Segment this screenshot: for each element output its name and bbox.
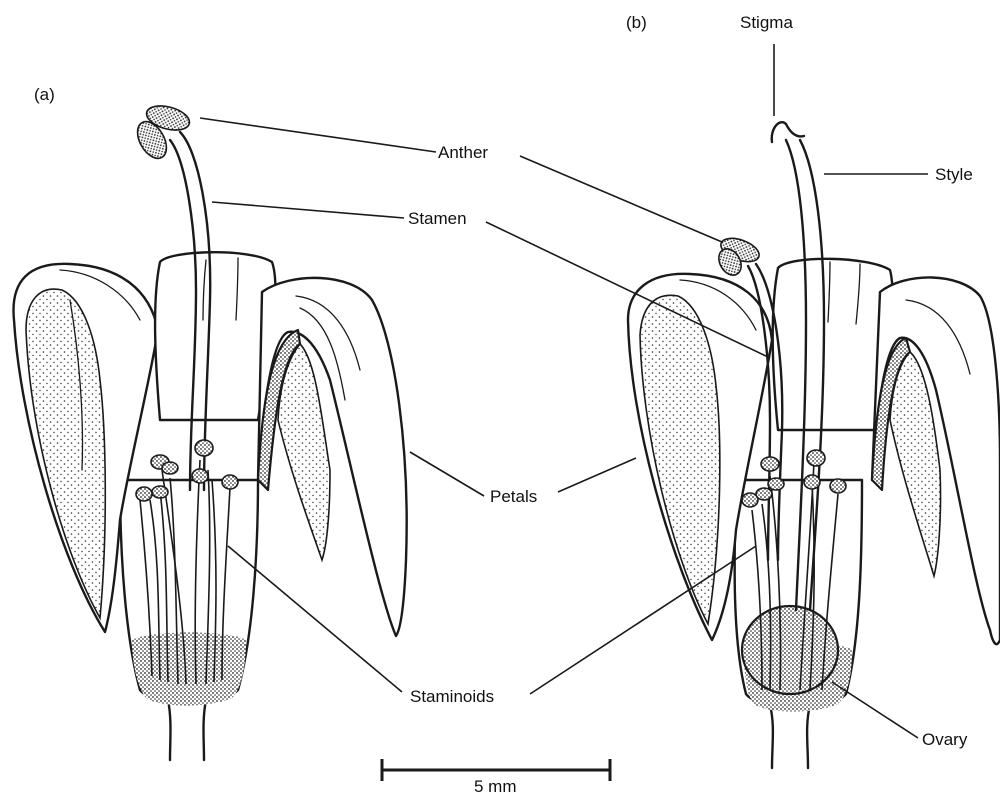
flower-b-stalk xyxy=(770,705,810,768)
panel-label-b: (b) xyxy=(626,14,647,31)
label-ovary: Ovary xyxy=(922,731,967,748)
flower-a-nectary xyxy=(132,633,246,706)
scale-bar-label: 5 mm xyxy=(474,778,517,795)
leader-staminoids-b xyxy=(530,546,756,694)
panel-label-a: (a) xyxy=(34,86,55,103)
label-stamen: Stamen xyxy=(408,210,467,227)
label-stigma: Stigma xyxy=(740,14,793,31)
flower-b-stigma xyxy=(772,122,804,142)
leader-stamen-a xyxy=(212,202,404,218)
leader-anther-a xyxy=(200,118,436,152)
flower-a-right-petal xyxy=(258,278,407,636)
label-anther: Anther xyxy=(438,144,488,161)
flower-b xyxy=(628,122,1000,768)
label-staminoids: Staminoids xyxy=(410,688,494,705)
leader-petals-a xyxy=(410,452,484,496)
flower-a-right-petal-inner xyxy=(278,344,330,560)
flower-a xyxy=(13,102,406,760)
leader-ovary xyxy=(832,682,918,738)
leader-petals-b xyxy=(558,458,636,492)
flower-a-back-petal xyxy=(155,252,275,420)
flower-b-ovary xyxy=(742,606,838,694)
label-style: Style xyxy=(935,166,973,183)
leader-anther-b xyxy=(520,156,722,242)
flower-a-stalk xyxy=(168,700,206,760)
label-petals: Petals xyxy=(490,488,537,505)
